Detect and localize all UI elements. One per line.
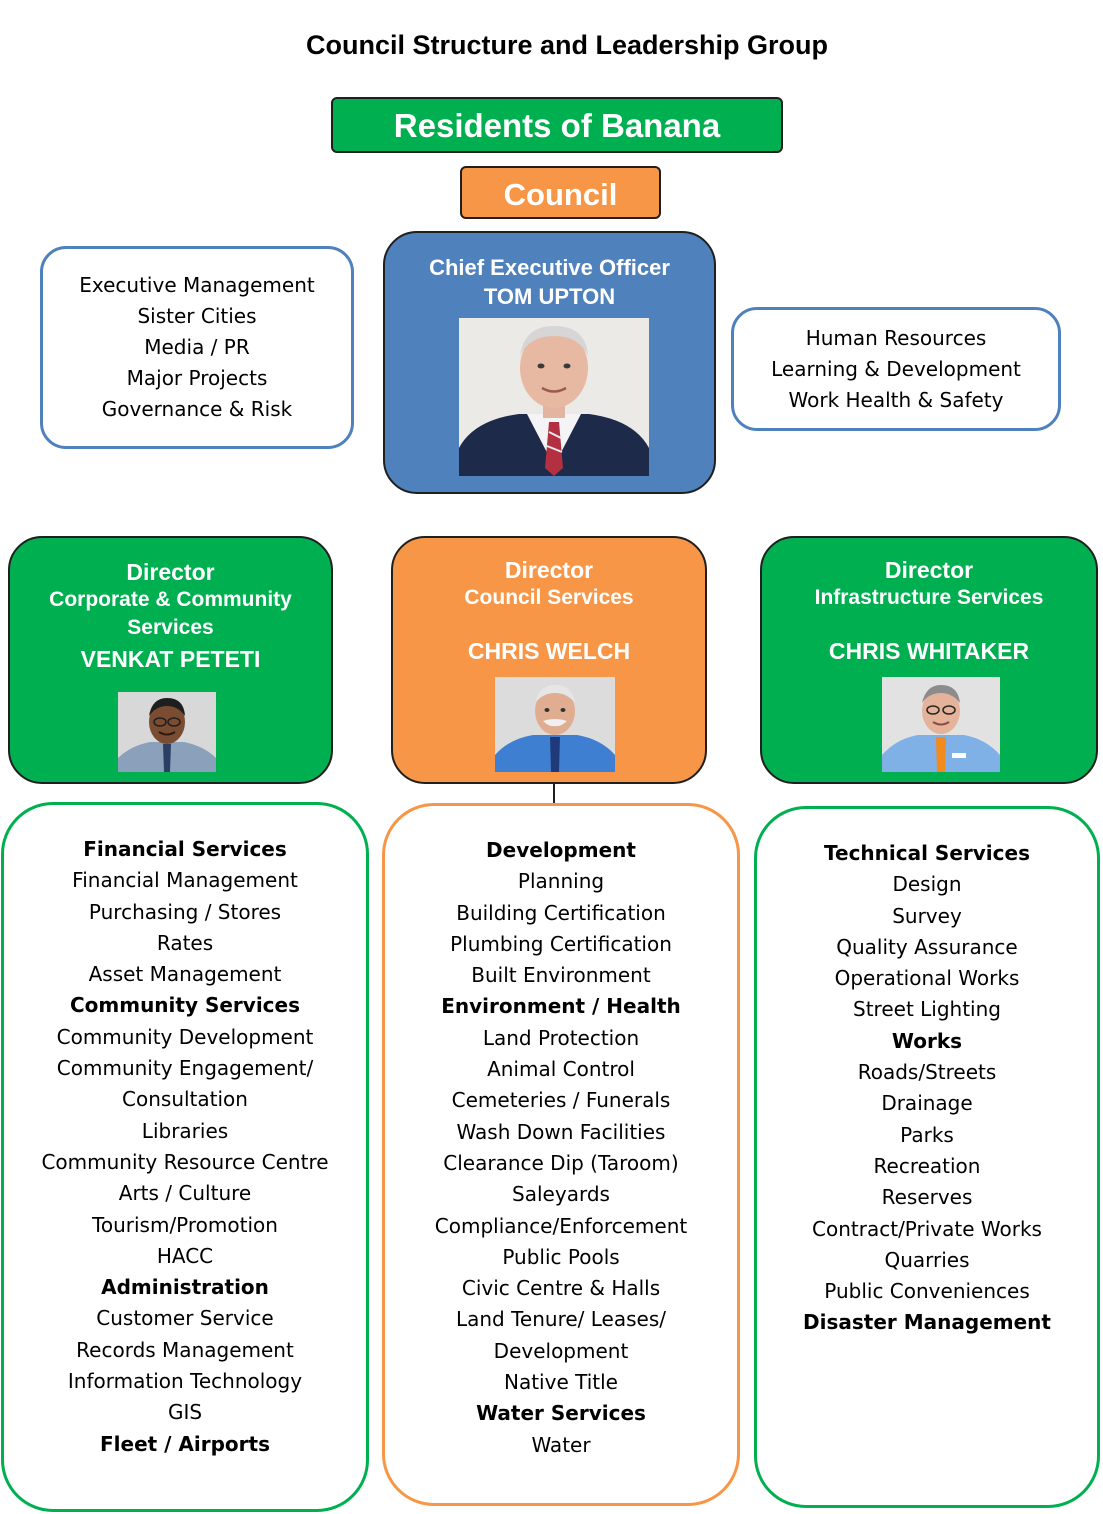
- director-department: Corporate & Community: [49, 588, 292, 611]
- function-item: Operational Works: [834, 966, 1020, 991]
- function-item: Contract/Private Works: [812, 1216, 1042, 1241]
- function-item: Information Technology: [67, 1369, 303, 1394]
- function-item: Reserves: [881, 1185, 973, 1210]
- function-item: Built Environment: [471, 963, 651, 988]
- ceo-function-item: Work Health & Safety: [788, 387, 1004, 412]
- director-name: CHRIS WELCH: [467, 638, 631, 664]
- ceo-function-item: Governance & Risk: [101, 397, 293, 421]
- function-heading: Development: [486, 838, 636, 862]
- function-item: Land Tenure/ Leases/: [455, 1307, 667, 1332]
- function-item: Recreation: [873, 1153, 981, 1178]
- function-item: Cemeteries / Funerals: [451, 1088, 671, 1113]
- function-heading: Technical Services: [824, 841, 1030, 865]
- ceo-box: Chief Executive Officer TOM UPTON: [383, 231, 716, 494]
- ceo-function-item: Learning & Development: [771, 356, 1021, 381]
- function-item: Roads/Streets: [857, 1060, 997, 1085]
- function-item: Quality Assurance: [836, 934, 1018, 959]
- ceo-function-item: Human Resources: [805, 325, 987, 350]
- residents-box: Residents of Banana: [331, 97, 783, 153]
- ceo-right-functions-box: Human Resources Learning & Development W…: [731, 307, 1061, 431]
- function-item: Public Pools: [502, 1244, 620, 1269]
- function-heading: Water Services: [476, 1401, 646, 1426]
- function-item: Arts / Culture: [118, 1181, 252, 1206]
- function-heading: Administration: [101, 1275, 269, 1300]
- council-box: Council: [460, 166, 661, 219]
- function-item: Water: [531, 1432, 591, 1457]
- director-label: Director: [126, 559, 215, 585]
- director-council-services-box: Director Council Services CHRIS WELCH: [391, 536, 707, 784]
- function-heading: Works: [891, 1028, 963, 1053]
- director-department: Council Services: [464, 586, 634, 609]
- ceo-photo: [459, 318, 649, 476]
- function-item: Design: [892, 872, 962, 897]
- function-item: HACC: [156, 1243, 214, 1268]
- director-department: Infrastructure Services: [814, 586, 1044, 609]
- ceo-name: TOM UPTON: [483, 284, 616, 309]
- function-item: Asset Management: [88, 962, 282, 987]
- ceo-function-item: Executive Management: [79, 273, 315, 297]
- function-item: Plumbing Certification: [450, 931, 672, 956]
- function-item: Clearance Dip (Taroom): [443, 1150, 679, 1175]
- function-item: Drainage: [881, 1091, 973, 1116]
- director-corporate-box: Director Corporate & Community Services …: [8, 536, 333, 784]
- ceo-function-item: Media / PR: [144, 335, 250, 359]
- director-name: VENKAT PETETI: [80, 646, 261, 672]
- function-item: Community Engagement/: [56, 1056, 314, 1081]
- function-item: Building Certification: [456, 900, 666, 925]
- function-item: Records Management: [76, 1337, 294, 1362]
- function-item: Consultation: [122, 1087, 248, 1112]
- function-item: Financial Management: [72, 868, 298, 893]
- function-item: Rates: [156, 930, 214, 955]
- function-item: Community Development: [56, 1024, 314, 1049]
- ceo-function-item: Sister Cities: [137, 304, 257, 328]
- function-heading: Disaster Management: [803, 1310, 1051, 1335]
- director-label: Director: [504, 557, 594, 583]
- function-heading: Fleet / Airports: [99, 1431, 271, 1456]
- function-item: Planning: [517, 869, 605, 894]
- function-item: Land Protection: [482, 1025, 640, 1050]
- function-item: Street Lighting: [853, 997, 1001, 1022]
- director-department: Services: [127, 616, 214, 639]
- page-title: Council Structure and Leadership Group: [305, 30, 829, 60]
- director-photo: [882, 677, 1000, 772]
- function-item: Libraries: [141, 1118, 229, 1143]
- function-item: Public Conveniences: [824, 1279, 1030, 1304]
- function-item: Saleyards: [512, 1182, 610, 1207]
- connector-line: [553, 784, 555, 804]
- function-item: Purchasing / Stores: [88, 899, 282, 924]
- function-heading: Financial Services: [83, 837, 287, 861]
- ceo-left-functions-box: Executive Management Sister Cities Media…: [40, 246, 354, 449]
- ceo-role: Chief Executive Officer: [429, 255, 670, 280]
- function-heading: Environment / Health: [441, 994, 681, 1019]
- function-item: Native Title: [504, 1370, 618, 1395]
- function-item: Wash Down Facilities: [456, 1119, 666, 1144]
- function-item: Parks: [900, 1122, 954, 1147]
- function-item: Civic Centre & Halls: [461, 1276, 661, 1301]
- director-infrastructure-box: Director Infrastructure Services CHRIS W…: [760, 536, 1098, 784]
- director-photo: [118, 692, 216, 772]
- function-item: Survey: [892, 903, 962, 928]
- function-heading: Community Services: [69, 993, 301, 1018]
- director-label: Director: [884, 557, 974, 583]
- function-item: Animal Control: [487, 1057, 635, 1082]
- function-item: Tourism/Promotion: [92, 1212, 278, 1237]
- function-item: Compliance/Enforcement: [434, 1213, 688, 1238]
- director-photo: [495, 677, 615, 772]
- ceo-function-item: Major Projects: [126, 366, 268, 390]
- function-item: Community Resource Centre: [41, 1149, 329, 1174]
- function-item: GIS: [167, 1400, 203, 1425]
- function-item: Quarries: [884, 1247, 970, 1272]
- director-name: CHRIS WHITAKER: [828, 638, 1030, 664]
- function-item: Development: [493, 1338, 629, 1363]
- function-item: Customer Service: [96, 1306, 274, 1331]
